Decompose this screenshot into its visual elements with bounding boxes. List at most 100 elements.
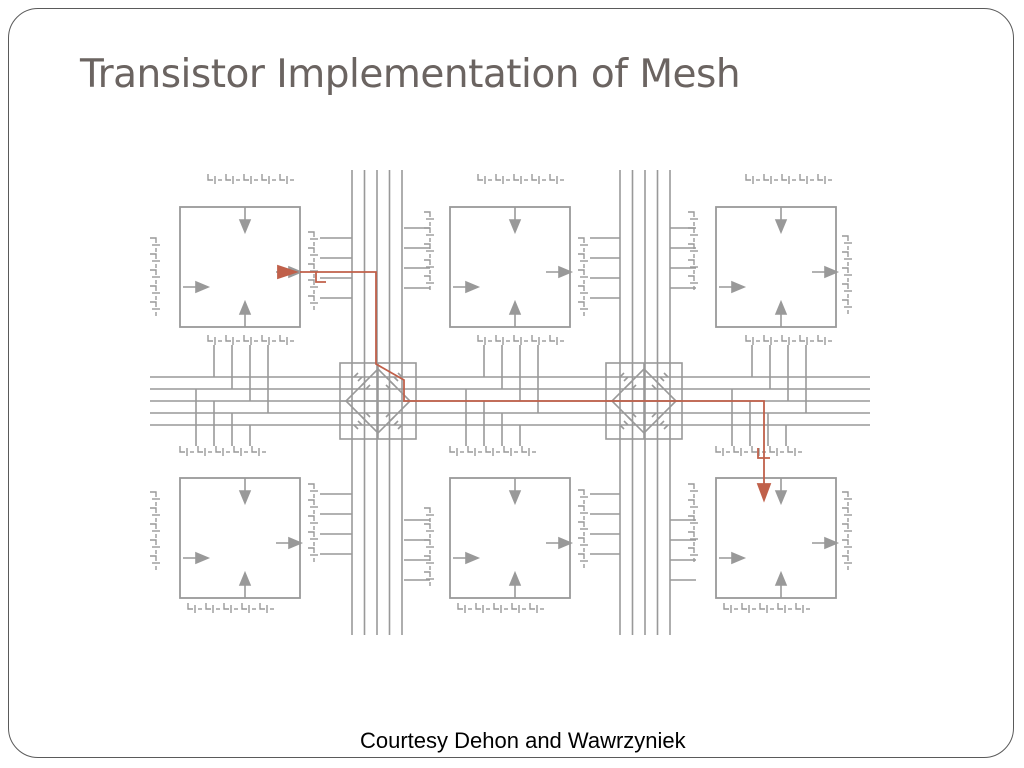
pass-transistor bbox=[187, 603, 193, 610]
arrow-head bbox=[288, 536, 304, 550]
pass-transistor bbox=[688, 275, 695, 281]
pass-transistor bbox=[578, 285, 585, 291]
logic-block bbox=[179, 477, 301, 599]
pass-transistor bbox=[225, 174, 231, 181]
switch-transistor bbox=[663, 424, 669, 430]
switch-transistor bbox=[393, 420, 399, 426]
pass-transistor bbox=[688, 483, 695, 489]
pass-transistor bbox=[308, 279, 315, 285]
switch-transistor bbox=[619, 424, 625, 430]
logic-block bbox=[449, 477, 571, 599]
pass-transistor bbox=[751, 446, 757, 453]
pass-transistor bbox=[842, 555, 849, 561]
switch-transistor bbox=[627, 380, 633, 386]
arrow-head bbox=[238, 490, 252, 506]
switch-transistor bbox=[397, 424, 403, 430]
pass-transistor bbox=[842, 267, 849, 273]
pass-transistor bbox=[207, 335, 213, 342]
switch-transistor bbox=[385, 384, 391, 390]
pass-transistor bbox=[243, 174, 249, 181]
switch-transistor bbox=[631, 384, 637, 390]
pass-transistor bbox=[578, 537, 585, 543]
pass-transistor bbox=[495, 174, 501, 181]
pass-transistor bbox=[715, 446, 721, 453]
arrow-head bbox=[508, 299, 522, 315]
pass-transistor bbox=[733, 446, 739, 453]
pass-transistor bbox=[688, 259, 695, 265]
switch-transistor bbox=[659, 376, 665, 382]
pass-transistor bbox=[817, 335, 823, 342]
switch-transistor bbox=[357, 376, 363, 382]
switch-transistor bbox=[361, 380, 367, 386]
pass-transistor bbox=[207, 174, 213, 181]
pass-transistor bbox=[578, 301, 585, 307]
arrow-head bbox=[774, 490, 788, 506]
pass-transistor bbox=[578, 269, 585, 275]
pass-transistor bbox=[308, 263, 315, 269]
switch-transistor bbox=[353, 424, 359, 430]
pass-transistor bbox=[688, 227, 695, 233]
pass-transistor bbox=[424, 227, 431, 233]
pass-transistor bbox=[150, 269, 157, 275]
logic-blocks bbox=[179, 206, 837, 599]
pass-transistor bbox=[150, 539, 157, 545]
pass-transistor bbox=[745, 174, 751, 181]
pass-transistor bbox=[723, 603, 729, 610]
pass-transistors bbox=[150, 174, 852, 613]
arrow-head bbox=[508, 570, 522, 586]
switch-transistor bbox=[357, 420, 363, 426]
pass-transistor bbox=[777, 603, 783, 610]
pass-transistor bbox=[688, 211, 695, 217]
pass-transistor bbox=[179, 446, 185, 453]
pass-transistor bbox=[308, 483, 315, 489]
switch-transistor bbox=[389, 416, 395, 422]
arrow-head bbox=[774, 219, 788, 235]
pass-transistor bbox=[688, 499, 695, 505]
pass-transistor bbox=[513, 174, 519, 181]
highlighted-route bbox=[277, 264, 772, 503]
pass-transistor bbox=[842, 283, 849, 289]
pass-transistor bbox=[150, 491, 157, 497]
caption: Courtesy Dehon and Wawrzyniek bbox=[360, 728, 686, 753]
route-arrow-left bbox=[277, 264, 299, 280]
pass-transistor bbox=[477, 174, 483, 181]
pass-transistor bbox=[424, 523, 431, 529]
pass-transistor bbox=[150, 507, 157, 513]
arrow-head bbox=[195, 551, 211, 565]
switch-transistor bbox=[393, 376, 399, 382]
route-transistor bbox=[315, 272, 326, 283]
pass-transistor bbox=[241, 603, 247, 610]
pass-transistor bbox=[197, 446, 203, 453]
pass-transistor bbox=[787, 446, 793, 453]
switch-transistor bbox=[623, 376, 629, 382]
pass-transistor bbox=[578, 553, 585, 559]
pass-transistor bbox=[467, 446, 473, 453]
pass-transistor bbox=[150, 301, 157, 307]
switch-transistor bbox=[655, 380, 661, 386]
switch-transistor bbox=[655, 416, 661, 422]
arrow-head bbox=[824, 536, 840, 550]
pass-transistor bbox=[261, 335, 267, 342]
pass-transistor bbox=[549, 174, 555, 181]
switch-transistor bbox=[365, 384, 371, 390]
pass-transistor bbox=[243, 335, 249, 342]
pass-transistor bbox=[485, 446, 491, 453]
route-arrow-down bbox=[756, 483, 772, 503]
arrow-head bbox=[731, 551, 747, 565]
pass-transistor bbox=[741, 603, 747, 610]
pass-transistor bbox=[279, 335, 285, 342]
pin-arrows bbox=[183, 207, 840, 598]
pass-transistor bbox=[150, 555, 157, 561]
pass-transistor bbox=[308, 499, 315, 505]
pass-transistor bbox=[424, 571, 431, 577]
logic-block bbox=[715, 477, 837, 599]
pass-transistor bbox=[842, 539, 849, 545]
pass-transistor bbox=[308, 515, 315, 521]
pass-transistor bbox=[781, 174, 787, 181]
pass-transistor bbox=[279, 174, 285, 181]
pass-transistor bbox=[688, 531, 695, 537]
pass-transistor bbox=[225, 335, 231, 342]
pass-transistor bbox=[308, 531, 315, 537]
switch-transistor bbox=[627, 416, 633, 422]
pass-transistor bbox=[259, 603, 265, 610]
